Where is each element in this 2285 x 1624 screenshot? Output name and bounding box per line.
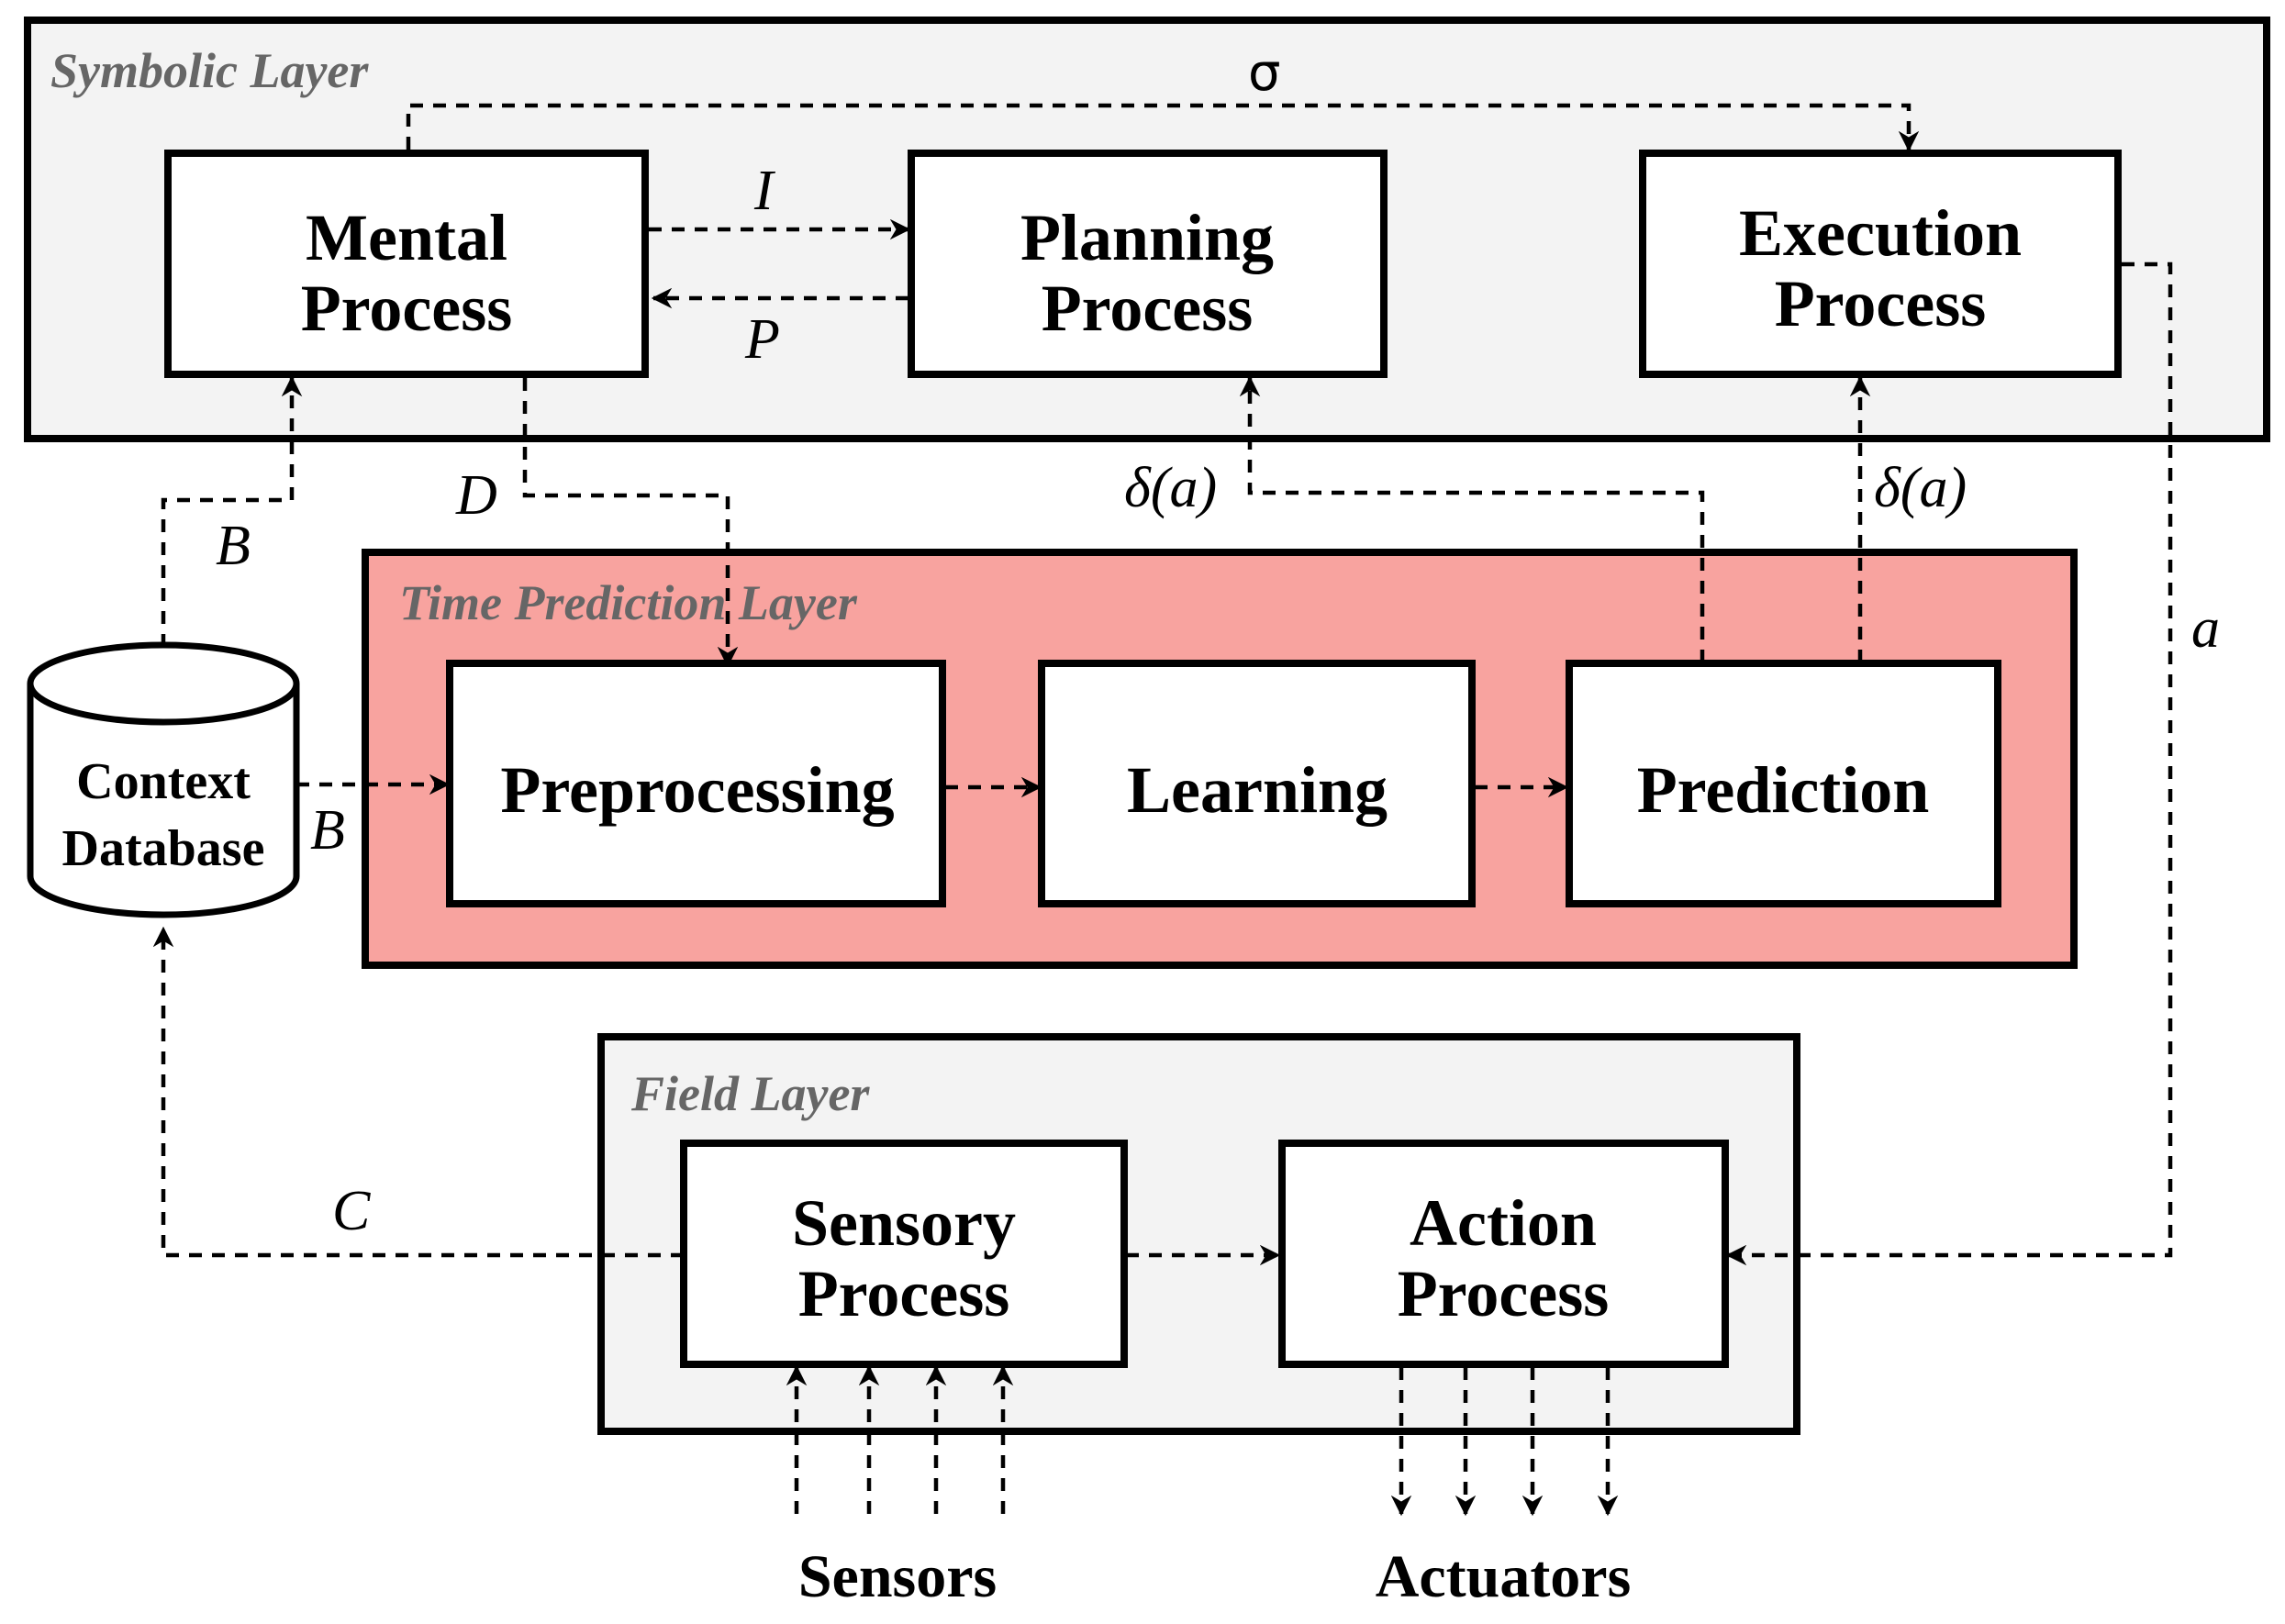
context-database: Context Database [27, 641, 300, 918]
prediction-box: Prediction [1566, 660, 2001, 907]
action-edge-label: a [2191, 597, 2220, 660]
delta-to-execution-edge-label: δ(a) [1874, 457, 1967, 519]
planning-process-label-line1: Planning [1020, 201, 1274, 274]
time-prediction-layer-label: Time Prediction Layer [399, 575, 858, 630]
context-database-label-line1: Context [76, 753, 251, 810]
context-edge [152, 926, 684, 1258]
data-edge-label: D [455, 464, 497, 527]
execution-process-label-line2: Process [1775, 267, 1987, 340]
plan-edge-label: P [744, 308, 780, 371]
sensory-process-label-line1: Sensory [792, 1186, 1016, 1260]
beliefs-to-preprocessing-edge-label: B [310, 799, 345, 862]
execution-process-label-line1: Execution [1739, 196, 2022, 270]
mental-process-label-line1: Mental [306, 201, 507, 274]
sensors-label: Sensors [798, 1543, 997, 1610]
planning-process-label-line2: Process [1042, 272, 1254, 345]
symbolic-layer-label: Symbolic Layer [50, 43, 369, 98]
learning-label: Learning [1127, 753, 1388, 827]
beliefs-to-mental-edge-label: B [216, 515, 251, 577]
action-edge [1725, 261, 2173, 1266]
mental-process-label-line2: Process [301, 272, 513, 345]
mental-process-box: Mental Process [164, 150, 649, 378]
actuators-label: Actuators [1376, 1543, 1632, 1610]
sigma-edge-label: σ [1248, 43, 1281, 103]
field-layer-label: Field Layer [630, 1066, 870, 1121]
context-edge-label: C [332, 1180, 371, 1242]
execution-process-box: Execution Process [1639, 150, 2122, 378]
prediction-label: Prediction [1637, 753, 1930, 827]
delta-to-planning-edge-label: δ(a) [1124, 457, 1217, 519]
action-process-label-line1: Action [1410, 1186, 1597, 1260]
action-process-label-line2: Process [1398, 1257, 1610, 1330]
sensory-process-label-line2: Process [798, 1257, 1010, 1330]
action-process-box: Action Process [1278, 1140, 1729, 1368]
preprocessing-box: Preprocessing [446, 660, 946, 907]
sensory-process-box: Sensory Process [680, 1140, 1128, 1368]
delta-to-planning-edge [1239, 375, 1705, 662]
planning-process-box: Planning Process [908, 150, 1388, 378]
intention-edge-label: I [753, 160, 776, 222]
preprocessing-label: Preprocessing [500, 753, 894, 827]
context-database-label-line2: Database [62, 820, 265, 877]
learning-box: Learning [1038, 660, 1476, 907]
sigma-edge [406, 103, 1920, 152]
beliefs-to-mental-edge [161, 375, 303, 647]
data-edge [522, 378, 739, 668]
